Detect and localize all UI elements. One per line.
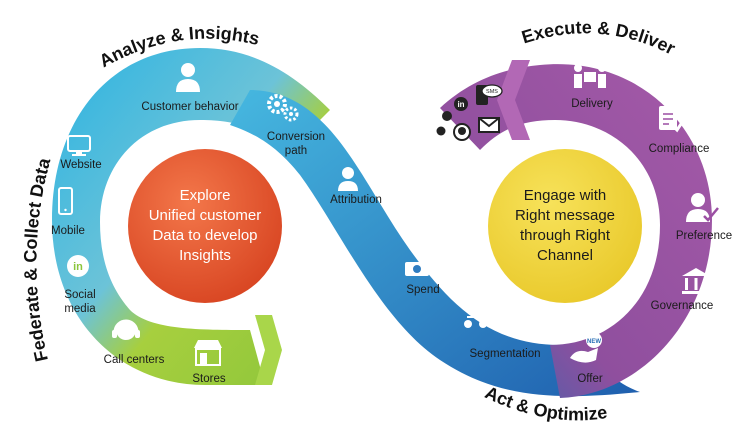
label-stores: Stores <box>192 373 226 385</box>
stage-title-federate: Federate & Collect Data <box>20 155 54 364</box>
sms-phone-icon: SMS <box>476 84 503 105</box>
middle-crossing-band <box>230 90 640 397</box>
chevron-accent-left-bottom <box>255 315 282 385</box>
chevron-accent-right-top <box>497 60 530 140</box>
label-conversion-path-line1: Conversion <box>266 131 326 143</box>
center-right-line4: Channel <box>537 247 593 264</box>
label-segmentation: Segmentation <box>469 348 541 360</box>
label-spend: Spend <box>406 284 440 296</box>
svg-text:SMS: SMS <box>486 89 498 95</box>
center-left-line3: Data to develop <box>152 227 258 244</box>
label-website: Website <box>60 159 102 171</box>
support-agent-icon <box>453 123 471 141</box>
label-mobile: Mobile <box>51 225 85 237</box>
center-right-circle <box>488 149 642 303</box>
svg-text:in: in <box>457 100 464 109</box>
compliance-icon <box>659 106 687 133</box>
label-social-media-line1: Social <box>64 289 96 301</box>
label-preference: Preference <box>675 230 733 242</box>
center-left-line4: Insights <box>179 247 231 264</box>
right-loop-band <box>440 64 712 399</box>
label-attribution: Attribution <box>330 194 382 206</box>
center-left-circle <box>128 149 282 303</box>
org-chart-icon <box>464 300 502 328</box>
label-conversion-path: Conversion path <box>258 130 334 158</box>
linkedin-icon: in <box>67 255 89 277</box>
label-governance: Governance <box>650 300 714 312</box>
offer-icon: NEW <box>570 332 602 363</box>
mobile-icon <box>58 187 73 215</box>
person-icon-attribution <box>338 167 358 191</box>
label-customer-behavior: Customer behavior <box>141 101 239 113</box>
svg-text:NEW: NEW <box>587 339 601 345</box>
label-conversion-path-line2: path <box>284 145 308 157</box>
center-left-text: Explore Unified customer Data to develop… <box>130 186 280 266</box>
label-compliance: Compliance <box>648 143 710 155</box>
center-right-line1: Engage with <box>523 187 607 204</box>
money-icon <box>405 262 429 276</box>
label-call-centers: Call centers <box>103 354 165 366</box>
stage-title-execute: Execute & Deliver <box>519 17 678 58</box>
center-right-line3: through Right <box>519 227 611 244</box>
preference-icon <box>686 193 719 222</box>
center-left-line2: Unified customer <box>148 207 262 224</box>
delivery-icon <box>574 64 606 88</box>
svg-text:in: in <box>73 261 83 273</box>
facebook-icon <box>436 126 446 136</box>
linkedin-small-icon: in <box>454 97 468 111</box>
label-delivery: Delivery <box>571 98 613 110</box>
center-right-line2: Right message <box>514 207 616 224</box>
person-icon-customer-behavior <box>176 63 200 92</box>
headset-icon <box>112 319 140 340</box>
label-offer: Offer <box>577 373 603 385</box>
label-social-media: Social media <box>52 288 108 316</box>
email-icon <box>478 117 500 133</box>
governance-icon <box>682 268 710 294</box>
gears-icon <box>267 94 299 122</box>
website-icon <box>67 135 91 156</box>
center-left-line1: Explore <box>179 187 231 204</box>
center-right-text: Engage with Right message through Right … <box>490 186 640 266</box>
twitter-icon <box>442 111 452 121</box>
store-icon <box>194 340 222 366</box>
label-social-media-line2: media <box>64 303 96 315</box>
